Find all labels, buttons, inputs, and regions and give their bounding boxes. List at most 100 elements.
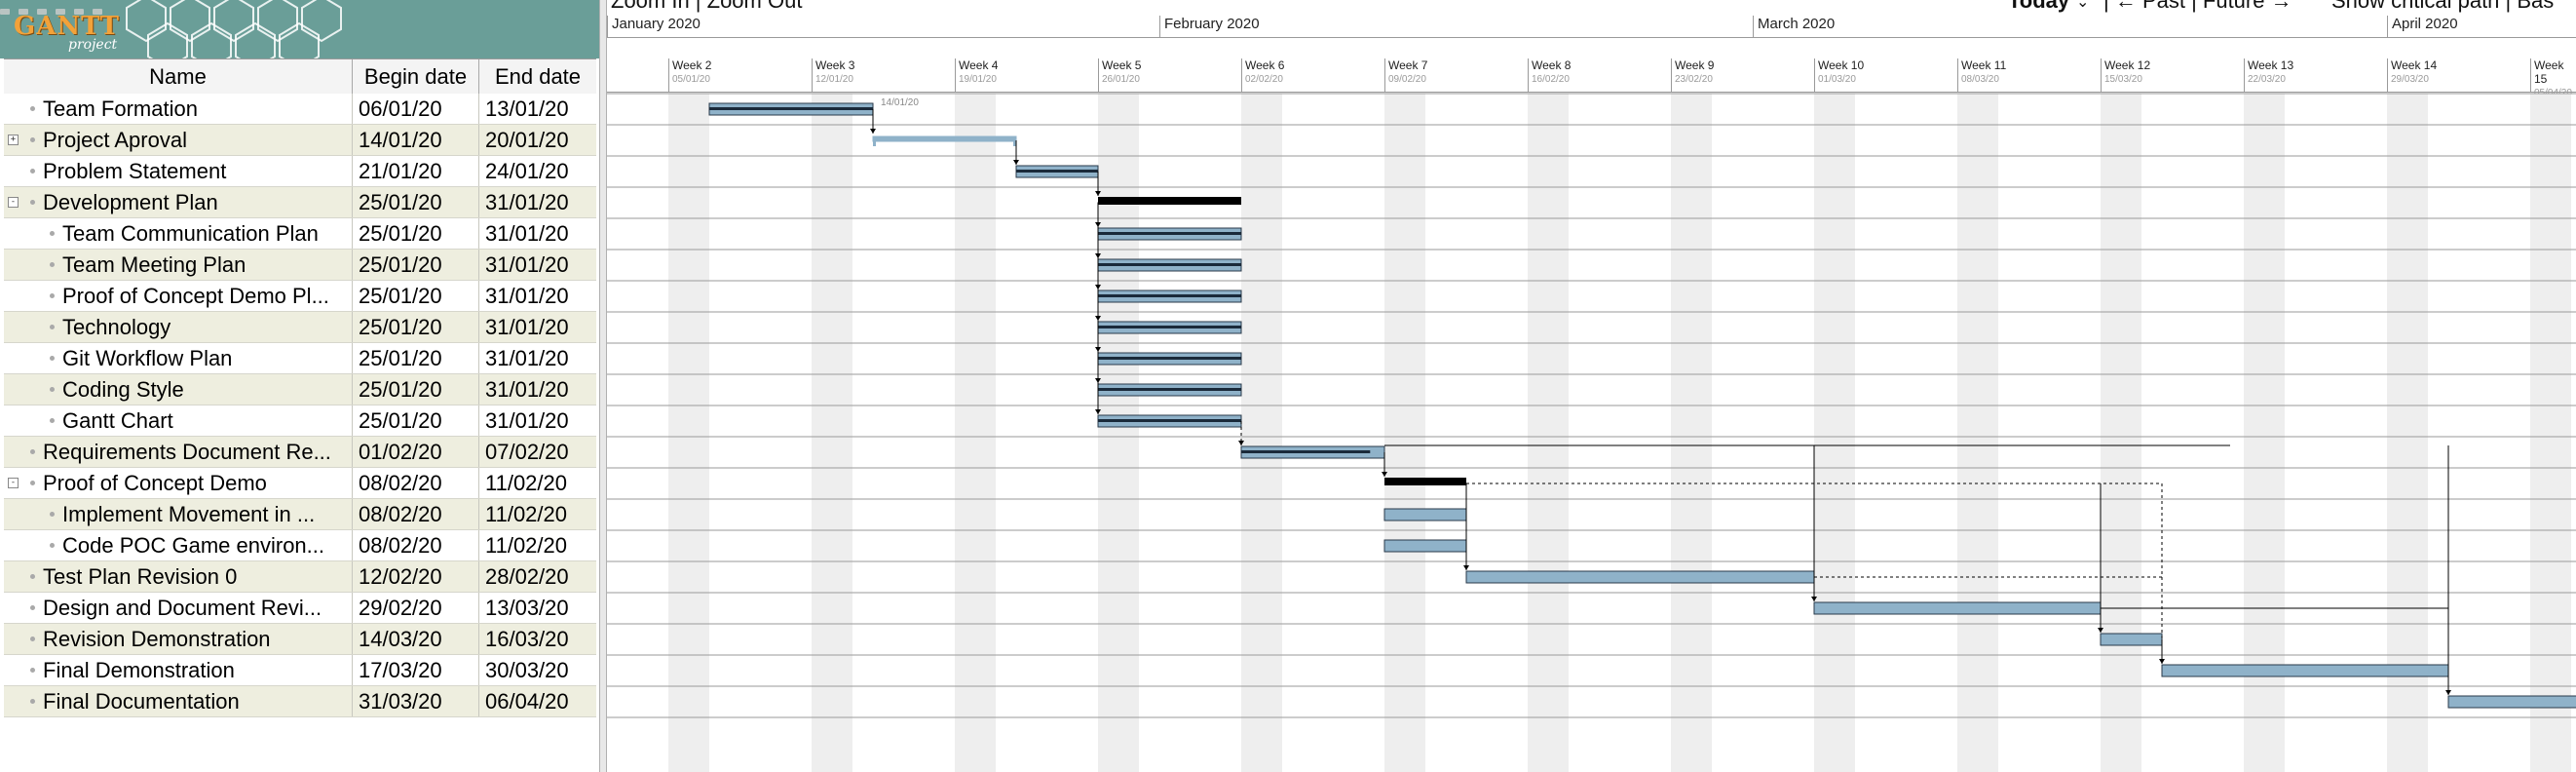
add-icon[interactable] xyxy=(37,9,47,15)
end-date-cell[interactable]: 31/01/20 xyxy=(485,408,569,433)
begin-date-cell[interactable]: 01/02/20 xyxy=(353,437,479,467)
end-date-cell[interactable]: 31/01/20 xyxy=(485,252,569,277)
begin-date-cell[interactable]: 08/02/20 xyxy=(353,499,479,529)
column-header-name[interactable]: Name xyxy=(4,59,353,95)
past-future-controls[interactable]: | ← Past | Future → xyxy=(2103,0,2292,13)
begin-date-cell[interactable]: 25/01/20 xyxy=(353,405,479,436)
task-name-cell[interactable]: Technology xyxy=(4,312,353,342)
end-date-cell[interactable]: 11/02/20 xyxy=(485,533,568,558)
begin-date-cell[interactable]: 08/02/20 xyxy=(353,468,479,498)
end-date-cell[interactable]: 13/01/20 xyxy=(485,96,569,121)
begin-date-cell[interactable]: 17/03/20 xyxy=(353,655,479,685)
task-name-cell[interactable]: Team Formation xyxy=(4,94,353,124)
task-name-cell[interactable]: Proof of Concept Demo Pl... xyxy=(4,281,353,311)
begin-date-cell[interactable]: 25/01/20 xyxy=(353,343,479,373)
panel-splitter[interactable] xyxy=(599,0,607,772)
end-date-cell[interactable]: 31/01/20 xyxy=(485,377,569,402)
task-name-cell[interactable]: +Project Aproval xyxy=(4,125,353,155)
task-name-cell[interactable]: Code POC Game environ... xyxy=(4,530,353,560)
begin-date-cell[interactable]: 25/01/20 xyxy=(353,281,479,311)
end-date-cell[interactable]: 31/01/20 xyxy=(485,315,569,339)
end-date-cell[interactable]: 31/01/20 xyxy=(485,346,569,370)
end-date-cell[interactable]: 13/03/20 xyxy=(485,596,569,620)
begin-date-cell[interactable]: 14/01/20 xyxy=(353,125,479,155)
begin-date-cell[interactable]: 06/01/20 xyxy=(353,94,479,124)
end-date-cell[interactable]: 30/03/20 xyxy=(485,658,569,682)
end-date-cell[interactable]: 31/01/20 xyxy=(485,221,569,246)
task-name-cell[interactable]: Design and Document Revi... xyxy=(4,593,353,623)
end-date-cell[interactable]: 31/01/20 xyxy=(485,284,569,308)
begin-date-cell[interactable]: 25/01/20 xyxy=(353,187,479,217)
collapse-icon[interactable]: - xyxy=(8,197,19,208)
task-name-cell[interactable]: -Development Plan xyxy=(4,187,353,217)
end-date-cell[interactable]: 07/02/20 xyxy=(485,440,569,464)
task-name-cell[interactable]: Revision Demonstration xyxy=(4,624,353,654)
today-button[interactable]: Today xyxy=(2008,0,2070,13)
begin-date-cell[interactable]: 14/03/20 xyxy=(353,624,479,654)
begin-date-cell[interactable]: 21/01/20 xyxy=(353,156,479,186)
expand-icon[interactable]: + xyxy=(8,135,19,145)
column-header-end-date[interactable]: End date xyxy=(494,64,582,89)
task-name-cell[interactable]: Implement Movement in ... xyxy=(4,499,353,529)
new-icon[interactable] xyxy=(0,9,10,15)
task-name-cell[interactable]: Git Workflow Plan xyxy=(4,343,353,373)
end-date-cell[interactable]: 11/02/20 xyxy=(485,502,568,526)
task-name-cell[interactable]: -Proof of Concept Demo xyxy=(4,468,353,498)
zoom-controls[interactable]: Zoom In | Zoom Out xyxy=(611,0,803,13)
begin-date-cell[interactable]: 25/01/20 xyxy=(353,312,479,342)
end-date-cell[interactable]: 11/02/20 xyxy=(485,471,568,495)
task-name-cell[interactable]: Problem Statement xyxy=(4,156,353,186)
begin-date-cell[interactable]: 29/02/20 xyxy=(353,593,479,623)
task-name-cell[interactable]: Test Plan Revision 0 xyxy=(4,561,353,592)
begin-date-cell[interactable]: 25/01/20 xyxy=(353,250,479,280)
task-bar xyxy=(2161,664,2449,677)
task-name-cell[interactable]: Coding Style xyxy=(4,374,353,405)
task-name-cell[interactable]: Gantt Chart xyxy=(4,405,353,436)
begin-date-cell[interactable]: 31/03/20 xyxy=(353,686,479,716)
task-name: Implement Movement in ... xyxy=(62,502,316,526)
end-date-cell[interactable]: 06/04/20 xyxy=(485,689,569,714)
task-name-cell[interactable]: Requirements Document Re... xyxy=(4,437,353,467)
task-name-cell[interactable]: Final Documentation xyxy=(4,686,353,716)
task-name-cell[interactable]: Team Communication Plan xyxy=(4,218,353,249)
save-icon[interactable] xyxy=(56,9,65,15)
end-date-cell[interactable]: 24/01/20 xyxy=(485,159,569,183)
end-date-cell[interactable]: 28/02/20 xyxy=(485,564,569,589)
begin-date-cell[interactable]: 12/02/20 xyxy=(353,561,479,592)
redo-icon[interactable] xyxy=(93,9,102,15)
begin-date-cell[interactable]: 25/01/20 xyxy=(353,218,479,249)
critical-path-toggle[interactable]: Show critical path | Bas xyxy=(2331,0,2555,13)
undo-icon[interactable] xyxy=(74,9,84,15)
end-date-cell[interactable]: 20/01/20 xyxy=(485,128,569,152)
end-date-cell[interactable]: 16/03/20 xyxy=(485,627,569,651)
begin-date-cell[interactable]: 25/01/20 xyxy=(353,374,479,405)
open-icon[interactable] xyxy=(19,9,28,15)
column-header-begin-date[interactable]: Begin date xyxy=(353,59,479,95)
end-date-cell[interactable]: 31/01/20 xyxy=(485,190,569,214)
collapse-icon[interactable]: - xyxy=(8,478,19,488)
begin-date-cell[interactable]: 08/02/20 xyxy=(353,530,479,560)
task-name-cell[interactable]: Team Meeting Plan xyxy=(4,250,353,280)
task-name-cell[interactable]: Final Demonstration xyxy=(4,655,353,685)
today-dropdown-icon[interactable]: ⌄ xyxy=(2076,0,2090,11)
